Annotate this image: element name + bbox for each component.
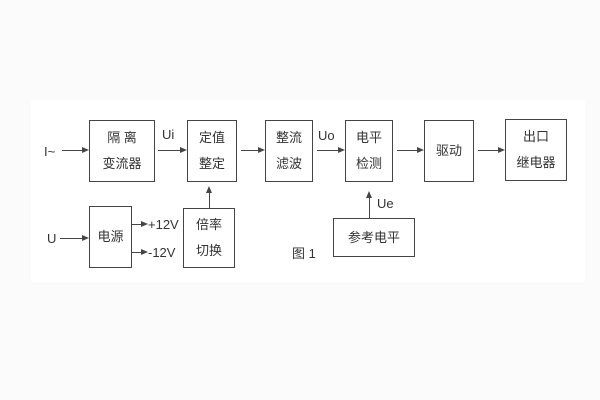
label-input-current: I~ [44, 144, 56, 159]
block-label: 隔 离 [107, 130, 137, 145]
block-label: 滤波 [275, 156, 302, 171]
block-ratio-switch: 倍率 切换 [183, 208, 235, 268]
arrow-head [141, 221, 148, 227]
block-label: 驱动 [435, 143, 462, 158]
arrow-shaft [478, 150, 500, 151]
arrow-drive-to-relay [478, 147, 505, 154]
arrow-input-voltage-to-power [60, 235, 89, 242]
arrow-shaft [132, 252, 143, 253]
block-label: 切换 [195, 243, 222, 258]
arrow-head [338, 147, 345, 153]
block-label: 整定 [198, 156, 225, 171]
arrow-head [141, 249, 148, 255]
figure-caption: 图 1 [292, 246, 316, 261]
block-output-relay: 出口 继电器 [505, 119, 567, 181]
block-label: 整流 [275, 130, 302, 145]
block-label: 参考电平 [347, 229, 400, 245]
block-setting-adjust: 定值 整定 [187, 120, 237, 182]
arrow-shaft [241, 150, 260, 151]
block-label: 电源 [97, 229, 124, 244]
block-label: 变流器 [102, 156, 142, 171]
arrow-head [82, 147, 89, 153]
arrow-shaft [209, 191, 210, 208]
arrow-shaft [132, 224, 143, 225]
arrow-power-plus12v [132, 221, 148, 228]
block-label: 出口 [522, 129, 549, 144]
block-isolation-transformer: 隔 离 变流器 [89, 120, 155, 182]
arrow-ratio-to-setting [206, 186, 213, 208]
arrow-head [258, 147, 265, 153]
arrow-shaft [317, 150, 340, 151]
arrow-shaft [60, 238, 84, 239]
block-rectify-filter: 整流 滤波 [265, 120, 313, 182]
block-drive: 驱动 [424, 120, 474, 182]
arrow-shaft [397, 150, 419, 151]
block-level-detect: 电平 检测 [345, 120, 393, 182]
arrow-head [180, 147, 187, 153]
arrow-level-to-drive [397, 147, 424, 154]
label-ui: Ui [162, 127, 175, 142]
block-label: 倍率 [195, 217, 222, 232]
block-label: 定值 [198, 130, 225, 145]
label-uo: Uo [318, 128, 335, 143]
block-reference-level: 参考电平 [333, 218, 415, 257]
arrow-head [82, 235, 89, 241]
arrow-reference-to-level [366, 191, 373, 218]
arrow-setting-to-rectify [241, 147, 265, 154]
arrow-shaft [158, 150, 182, 151]
label-input-voltage: U [47, 231, 57, 246]
label-plus-12v: +12V [148, 217, 179, 232]
label-minus-12v: -12V [148, 245, 176, 260]
block-label: 继电器 [516, 155, 556, 170]
arrow-input-current-to-isolation [62, 147, 89, 154]
arrow-power-minus12v [132, 249, 148, 256]
arrow-shaft [369, 196, 370, 218]
arrow-head [366, 191, 372, 198]
label-ue: Ue [377, 196, 394, 211]
block-power-supply: 电源 [89, 206, 132, 268]
arrow-isolation-to-setting [158, 147, 187, 154]
arrow-head [206, 186, 212, 193]
arrow-head [498, 147, 505, 153]
arrow-head [417, 147, 424, 153]
block-label: 电平 [355, 130, 382, 145]
arrow-rectify-to-level [317, 147, 345, 154]
arrow-shaft [62, 150, 84, 151]
block-label: 检测 [355, 156, 382, 171]
